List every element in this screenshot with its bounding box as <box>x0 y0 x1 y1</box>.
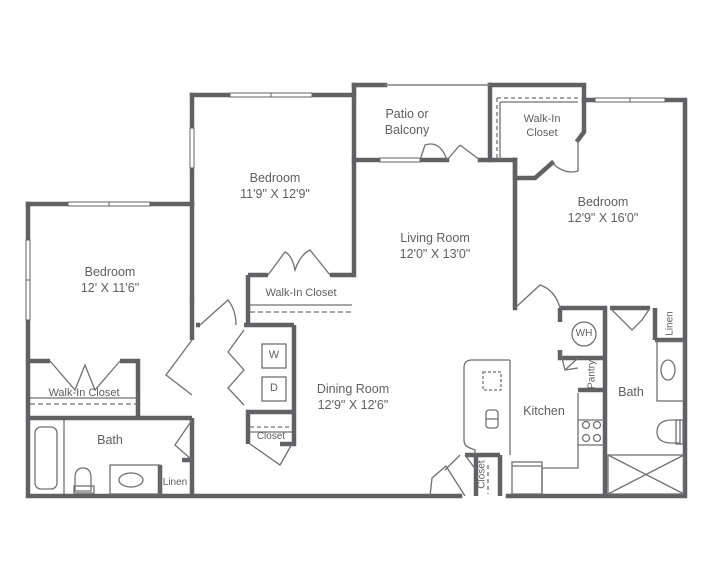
room-name: Bedroom <box>84 265 136 279</box>
room-dimensions: 12'9" X 12'6" <box>317 398 389 413</box>
doors <box>49 140 651 497</box>
walkin-closet-right-label: Walk-In Closet <box>510 112 574 141</box>
linen-closet-right-label: Linen <box>664 311 676 336</box>
room-name: Bedroom <box>249 171 301 185</box>
walkin-closet-right-line2: Closet <box>526 127 558 140</box>
room-label-dining-room: Dining Room 12'9" X 12'6" <box>298 381 408 414</box>
room-name: Patio or <box>385 107 429 121</box>
room-name: Bath <box>97 433 123 447</box>
pantry-label: Pantry <box>586 360 598 389</box>
room-dimensions: 12'0" X 13'0" <box>399 247 471 262</box>
walkin-closet-left-label: Walk-In Closet <box>48 387 120 399</box>
dryer-label: D <box>270 382 278 394</box>
kitchen-closet-label: Closet <box>476 460 488 489</box>
exterior-walls <box>25 82 688 499</box>
fixtures <box>30 97 685 495</box>
linen-closet-left-label: Linen <box>162 477 188 488</box>
room-dimensions: 12'9" X 16'0" <box>567 211 639 226</box>
room-label-bath-left: Bath <box>86 432 134 448</box>
room-label-bedroom-left: Bedroom 12' X 11'6" <box>60 264 160 297</box>
walkin-closet-right-line1: Walk-In <box>523 113 561 125</box>
water-heater-label: WH <box>575 328 593 339</box>
room-name: Dining Room <box>316 382 390 396</box>
room-dimensions: 12' X 11'6" <box>80 281 140 296</box>
hall-closet-label: Closet <box>256 431 286 442</box>
room-name: Living Room <box>400 231 470 245</box>
room-name: Kitchen <box>523 404 565 418</box>
room-label-patio: Patio or Balcony <box>372 106 442 139</box>
windows <box>25 84 666 321</box>
washer-label: W <box>268 349 280 361</box>
walkin-closet-middle-label: Walk-In Closet <box>265 287 337 299</box>
room-name: Bedroom <box>577 195 629 209</box>
room-label-bath-right: Bath <box>611 384 651 400</box>
room-label-kitchen: Kitchen <box>512 403 576 419</box>
room-dimensions: 11'9" X 12'9" <box>240 187 310 202</box>
room-label-bedroom-middle: Bedroom 11'9" X 12'9" <box>220 170 330 203</box>
room-label-bedroom-right: Bedroom 12'9" X 16'0" <box>548 194 658 227</box>
room-name: Bath <box>618 385 644 399</box>
room-name-line2: Balcony <box>384 123 430 138</box>
room-label-living-room: Living Room 12'0" X 13'0" <box>380 230 490 263</box>
